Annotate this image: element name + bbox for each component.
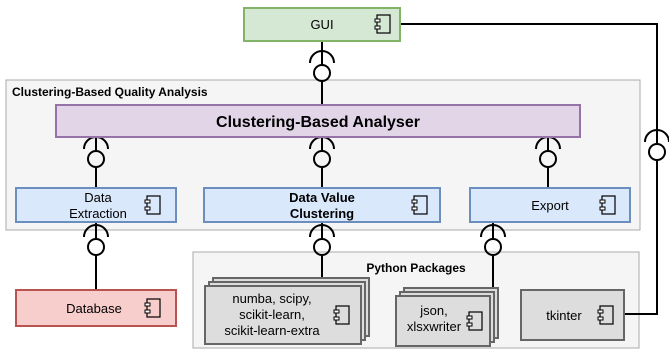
database-label: Database	[66, 301, 122, 316]
data-extraction-label-line2: Extraction	[69, 206, 127, 221]
gui-label: GUI	[310, 17, 333, 32]
clustering-libs-line1: numba, scipy,	[232, 291, 311, 306]
clustering-label-line2: Clustering	[290, 206, 354, 221]
tkinter-component: tkinter	[520, 289, 625, 341]
quality-analysis-title: Clustering-Based Quality Analysis	[12, 85, 208, 99]
analyser-component: Clustering-Based Analyser	[55, 104, 581, 138]
connector-lines	[95, 23, 658, 315]
tkinter-label: tkinter	[546, 308, 582, 323]
clustering-libs-package: numba, scipy, scikit-learn, scikit-learn…	[204, 277, 370, 345]
analyser-label: Clustering-Based Analyser	[216, 114, 420, 131]
python-packages-title: Python Packages	[366, 261, 466, 275]
json-libs-line2: xlsxwriter	[407, 319, 462, 334]
data-extraction-label-line1: Data	[84, 190, 112, 205]
json-libs-package: json, xlsxwriter	[395, 287, 499, 347]
data-extraction-component: Data Extraction	[15, 187, 177, 223]
gui-component: GUI	[243, 7, 401, 42]
export-label: Export	[531, 198, 569, 213]
json-libs-line1: json,	[419, 303, 447, 318]
data-value-clustering-component: Data Value Clustering	[203, 187, 441, 223]
clustering-label-line1: Data Value	[289, 190, 355, 205]
clustering-libs-line3: scikit-learn-extra	[224, 323, 320, 338]
clustering-libs-line2: scikit-learn,	[239, 307, 305, 322]
export-component: Export	[469, 187, 631, 223]
database-component: Database	[15, 289, 177, 327]
